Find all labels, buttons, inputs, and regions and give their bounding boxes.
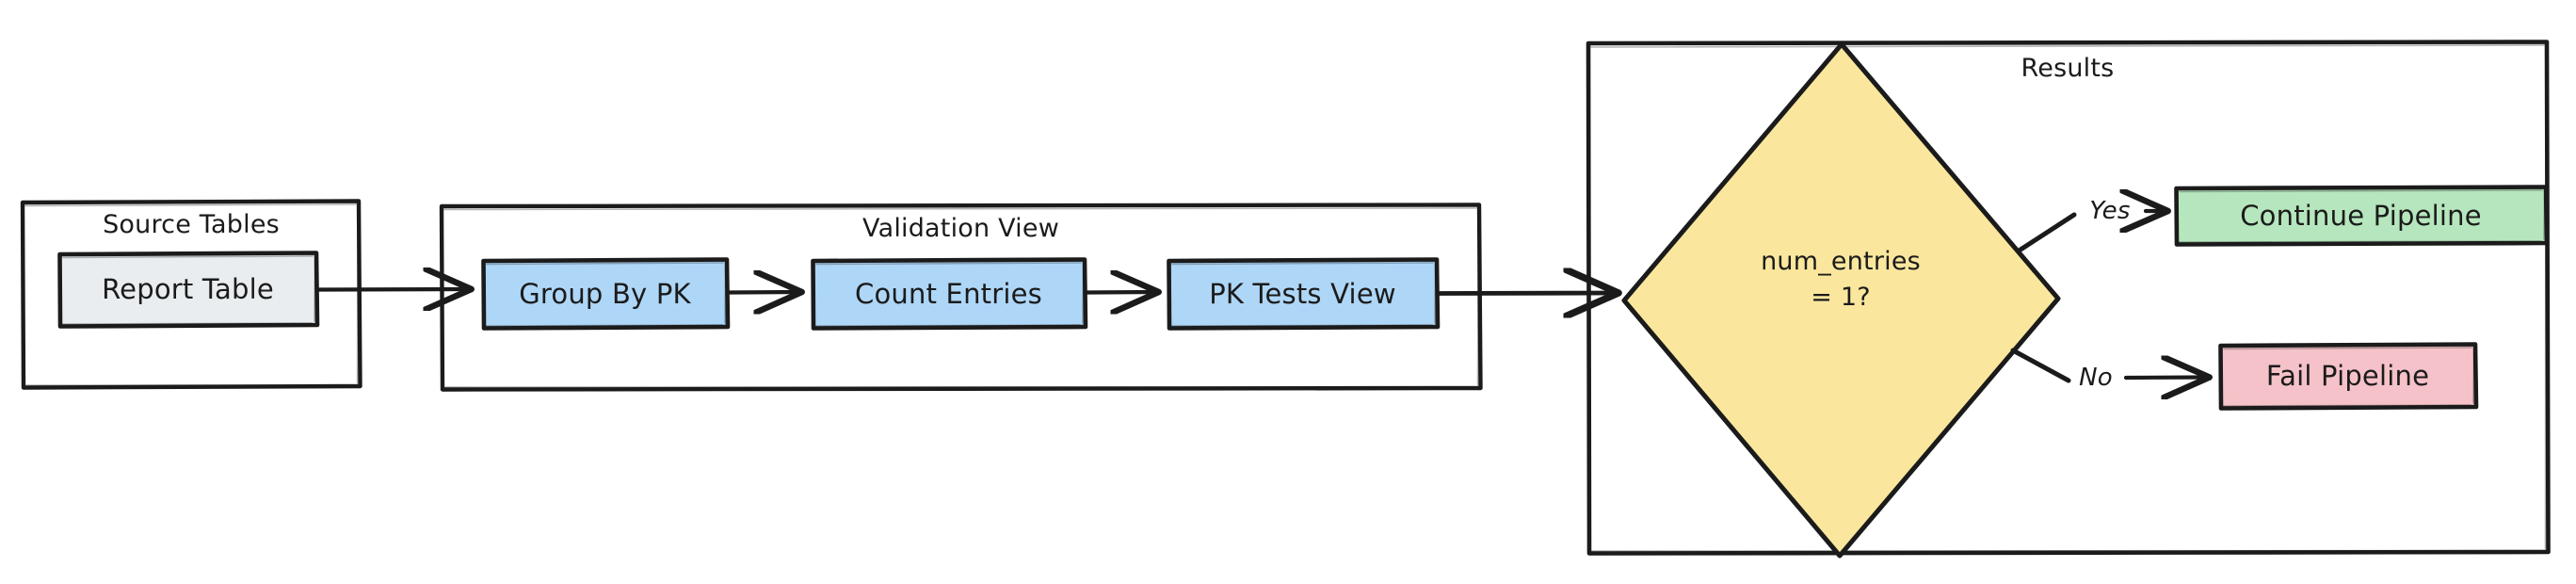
edge-pk-tests-view-to-decision (1437, 293, 1616, 294)
group-validation-view (439, 203, 1483, 392)
node-num-entries-check[interactable]: num_entries = 1? (1685, 245, 1996, 358)
node-pk-tests-view-shape (1167, 257, 1441, 331)
node-num-entries-check-line1: num_entries (1761, 247, 1921, 277)
edge-decision-yes-to-continue-pipeline (2018, 211, 2165, 252)
node-report-table-shape (57, 251, 320, 329)
group-results (1586, 40, 2551, 556)
edge-decision-no-to-fail-pipeline (2010, 348, 2207, 381)
node-num-entries-check-line2: = 1? (1811, 283, 1871, 313)
edge-report-table-to-group-by-pk (315, 289, 469, 290)
node-group-by-pk-shape (481, 257, 731, 331)
node-fail-pipeline-shape (2218, 342, 2479, 411)
node-count-entries-shape (811, 257, 1088, 331)
group-source-tables (20, 199, 362, 390)
edge-count-entries-to-pk-tests-view (1085, 292, 1156, 293)
node-continue-pipeline-shape (2174, 185, 2550, 247)
node-num-entries-check-shape (1621, 41, 2061, 559)
edge-group-by-pk-to-count-entries (727, 292, 799, 293)
